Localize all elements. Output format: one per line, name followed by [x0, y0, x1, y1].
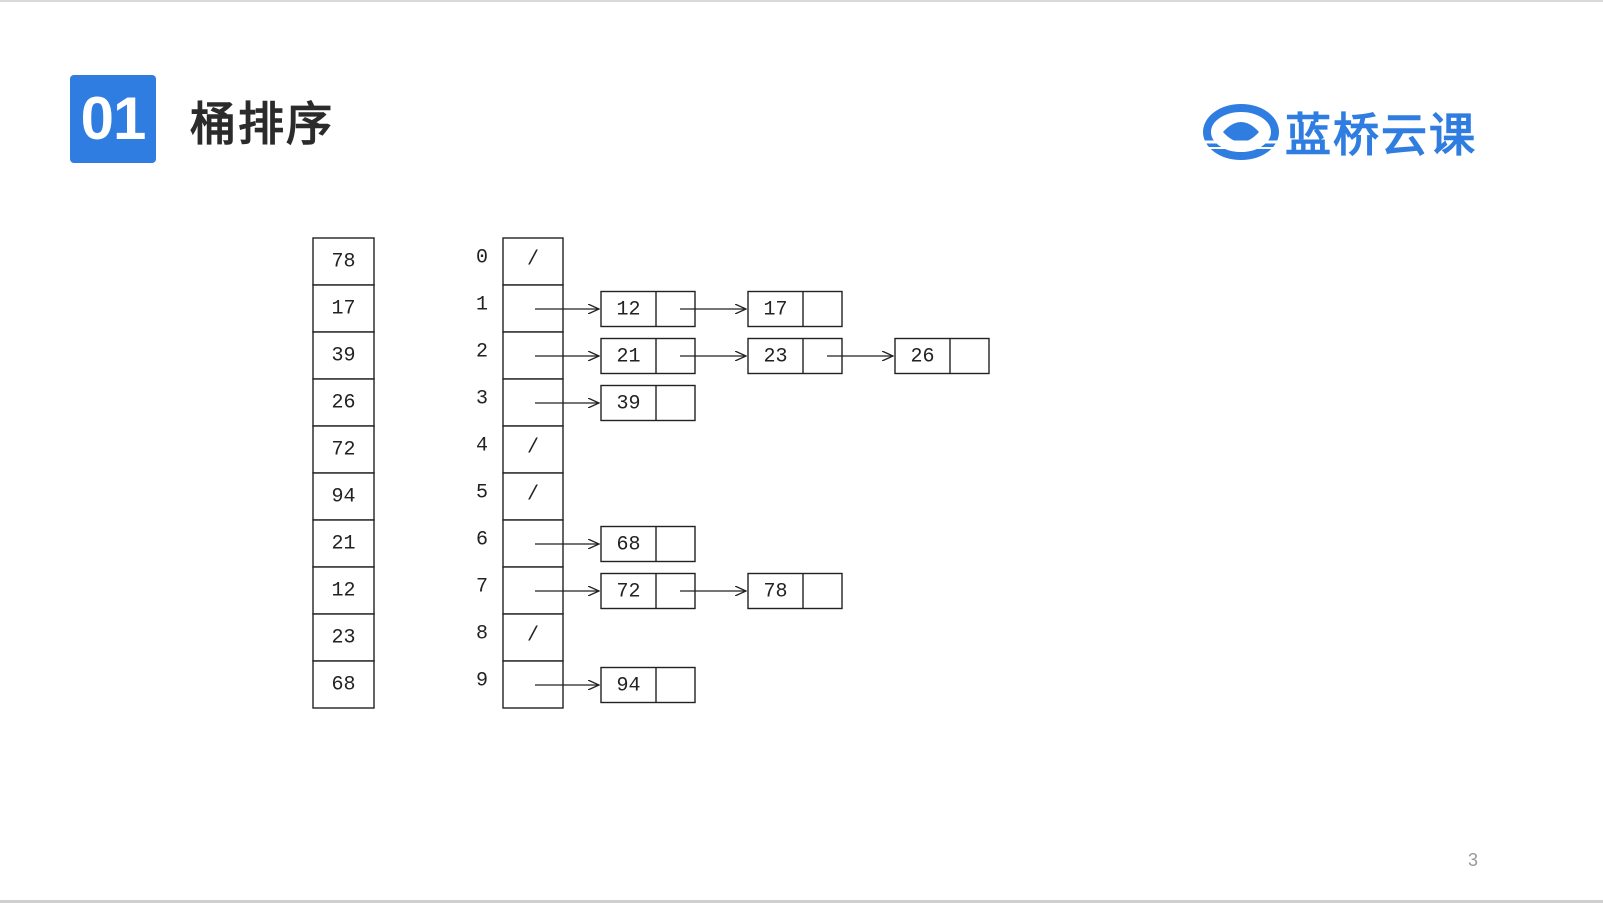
brand-logo: 蓝桥云课: [1203, 102, 1477, 162]
list-node: [747, 572, 843, 610]
input-array-value: 23: [331, 627, 355, 650]
section-number-badge: 01: [70, 75, 156, 163]
brand-name: 蓝桥云课: [1285, 108, 1477, 162]
input-array-value: 39: [331, 345, 355, 368]
list-node: [600, 337, 696, 375]
lanqiao-logo-icon: [1203, 104, 1279, 160]
list-node-value: 26: [910, 346, 934, 369]
bucket-index-label: 2: [476, 341, 488, 364]
list-node: [600, 290, 696, 328]
input-array-value: 26: [331, 392, 355, 415]
list-node: [600, 384, 696, 422]
input-array-value: 94: [331, 486, 355, 509]
list-node-value: 21: [616, 346, 640, 369]
list-node: [747, 290, 843, 328]
input-array-cell: [312, 378, 375, 427]
input-array-cell: [312, 472, 375, 521]
input-array-value: 78: [331, 251, 355, 274]
bucket-index-label: 8: [476, 623, 488, 646]
list-node-value: 17: [763, 299, 787, 322]
input-array-value: 21: [331, 533, 355, 556]
bucket-slot: [502, 425, 564, 474]
list-node-value: 68: [616, 534, 640, 557]
bucket-index-label: 9: [476, 670, 488, 693]
bucket-null-marker: /: [527, 249, 539, 272]
input-array-value: 72: [331, 439, 355, 462]
list-node-value: 23: [763, 346, 787, 369]
list-node: [600, 525, 696, 563]
bucket-index-label: 7: [476, 576, 488, 599]
list-node-value: 12: [616, 299, 640, 322]
list-node-value: 39: [616, 393, 640, 416]
slide-title: 桶排序: [190, 97, 334, 151]
list-node: [894, 337, 990, 375]
top-border: [0, 0, 1603, 2]
input-array-cell: [312, 566, 375, 615]
bucket-index-label: 4: [476, 435, 488, 458]
input-array-value: 17: [331, 298, 355, 321]
input-array-value: 12: [331, 580, 355, 603]
list-node-value: 78: [763, 581, 787, 604]
list-node-value: 94: [616, 675, 640, 698]
page-number: 3: [1468, 850, 1479, 870]
list-node-value: 72: [616, 581, 640, 604]
bucket-null-marker: /: [527, 437, 539, 460]
input-array-cell: [312, 284, 375, 333]
bucket-index-label: 0: [476, 247, 488, 270]
bucket-slot: [502, 284, 564, 333]
list-node: [600, 666, 696, 704]
bucket-null-marker: /: [527, 625, 539, 648]
bucket-null-marker: /: [527, 484, 539, 507]
input-array-cell: [312, 519, 375, 568]
bucket-index-label: 1: [476, 294, 488, 317]
bucket-index-label: 5: [476, 482, 488, 505]
input-array-value: 68: [331, 674, 355, 697]
bucket-slot: [502, 613, 564, 662]
bottom-border: [0, 900, 1603, 903]
list-node: [747, 337, 843, 375]
bucket-slot: [502, 472, 564, 521]
input-array-cell: [312, 660, 375, 709]
bucket-index-label: 6: [476, 529, 488, 552]
bucket-index-label: 3: [476, 388, 488, 411]
